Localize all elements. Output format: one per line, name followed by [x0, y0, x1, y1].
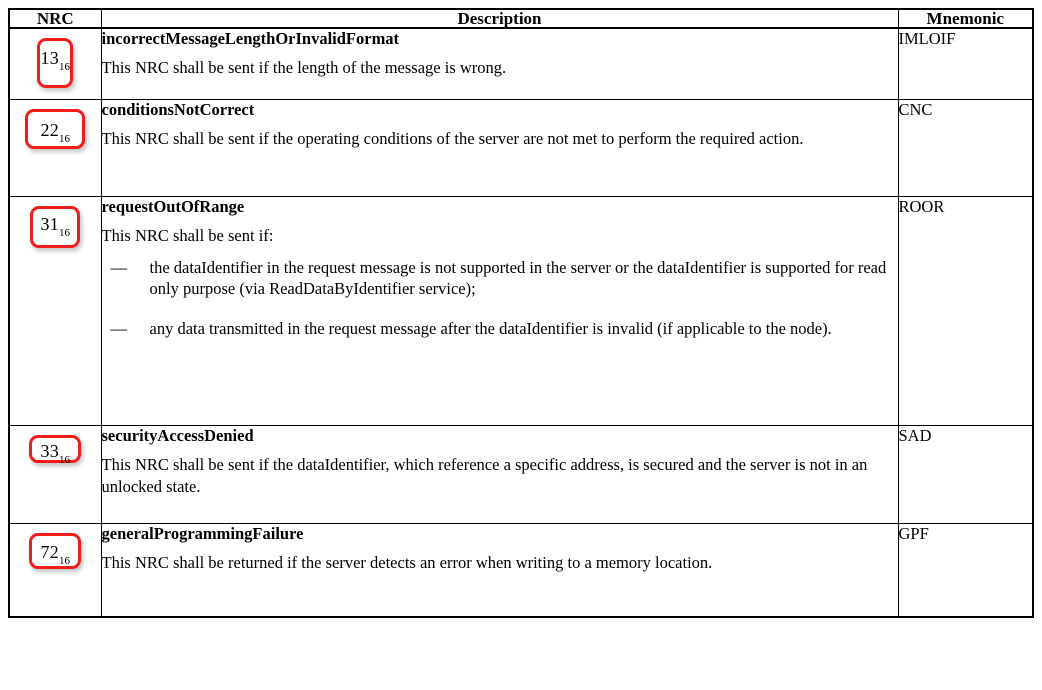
table-row: 7216 generalProgrammingFailure This NRC …	[8, 523, 1034, 618]
description-title: requestOutOfRange	[101, 197, 245, 216]
list-item: — the dataIdentifier in the request mess…	[102, 257, 898, 300]
nrc-cell: 7216	[8, 523, 102, 618]
nrc-value: 22	[40, 120, 59, 140]
nrc-highlight-box: 3316	[29, 435, 82, 467]
nrc-highlight-box: 2216	[25, 109, 86, 149]
description-cell: generalProgrammingFailure This NRC shall…	[100, 523, 899, 618]
nrc-subscript: 16	[58, 555, 70, 568]
nrc-cell: 3316	[8, 425, 102, 524]
nrc-value: 31	[40, 214, 59, 234]
description-cell: conditionsNotCorrect This NRC shall be s…	[100, 99, 899, 197]
nrc-subscript: 16	[58, 61, 70, 74]
nrc-subscript: 16	[58, 454, 70, 467]
list-item-text: any data transmitted in the request mess…	[149, 318, 832, 338]
description-body: This NRC shall be sent if the operating …	[101, 129, 804, 149]
mnemonic-cell: GPF	[897, 523, 1034, 618]
description-cell: requestOutOfRange This NRC shall be sent…	[100, 196, 899, 426]
table-row: 2216 conditionsNotCorrect This NRC shall…	[8, 99, 1034, 197]
description-title: generalProgrammingFailure	[101, 524, 304, 543]
mnemonic-cell: IMLOIF	[897, 27, 1034, 100]
description-lead: This NRC shall be sent if:	[101, 226, 274, 246]
nrc-table: NRC Description Mnemonic 1316 incorrectM…	[8, 8, 1034, 618]
description-body: This NRC shall be returned if the server…	[101, 553, 713, 573]
table-row: 1316 incorrectMessageLengthOrInvalidForm…	[8, 27, 1034, 100]
column-header-nrc: NRC	[8, 8, 102, 29]
description-title: securityAccessDenied	[101, 426, 254, 445]
description-title: conditionsNotCorrect	[101, 100, 255, 119]
mnemonic-cell: ROOR	[897, 196, 1034, 426]
table-body: 1316 incorrectMessageLengthOrInvalidForm…	[8, 27, 1034, 618]
description-body: This NRC shall be sent if the dataIdenti…	[101, 455, 868, 496]
clipped-text-below-table	[8, 684, 1032, 690]
column-header-mnemonic: Mnemonic	[897, 8, 1034, 29]
nrc-subscript: 16	[58, 227, 70, 240]
description-cell: securityAccessDenied This NRC shall be s…	[100, 425, 899, 524]
document-page: NRC Description Mnemonic 1316 incorrectM…	[0, 8, 1042, 690]
nrc-subscript: 16	[58, 133, 70, 146]
column-header-description: Description	[100, 8, 899, 29]
mnemonic-cell: SAD	[897, 425, 1034, 524]
mnemonic-cell: CNC	[897, 99, 1034, 197]
nrc-highlight-box: 7216	[29, 533, 82, 569]
list-item-text: the dataIdentifier in the request messag…	[149, 257, 887, 299]
table-header-row: NRC Description Mnemonic	[8, 8, 1034, 29]
list-item: — any data transmitted in the request me…	[102, 318, 898, 339]
nrc-value: 33	[40, 441, 59, 461]
table-row: 3316 securityAccessDenied This NRC shall…	[8, 425, 1034, 524]
table-header: NRC Description Mnemonic	[8, 8, 1034, 29]
nrc-cell: 1316	[8, 27, 102, 100]
em-dash-bullet-icon: —	[110, 318, 128, 338]
nrc-highlight-box: 3116	[30, 206, 81, 248]
nrc-cell: 3116	[8, 196, 102, 426]
table-row: 3116 requestOutOfRange This NRC shall be…	[8, 196, 1034, 426]
description-title: incorrectMessageLengthOrInvalidFormat	[101, 29, 400, 48]
nrc-value: 13	[40, 48, 59, 68]
description-cell: incorrectMessageLengthOrInvalidFormat Th…	[100, 27, 899, 100]
nrc-value: 72	[40, 542, 59, 562]
em-dash-bullet-icon: —	[110, 257, 128, 277]
description-body: This NRC shall be sent if the length of …	[101, 58, 507, 78]
nrc-highlight-box: 1316	[37, 38, 74, 88]
description-bullet-list: — the dataIdentifier in the request mess…	[102, 257, 898, 339]
nrc-cell: 2216	[8, 99, 102, 197]
